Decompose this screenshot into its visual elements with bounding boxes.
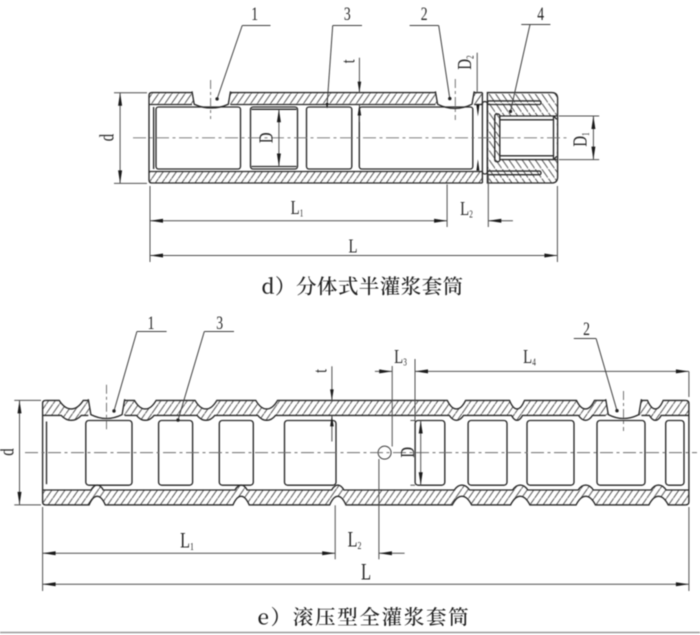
svg-text:3: 3	[344, 3, 351, 25]
svg-text:3: 3	[216, 312, 223, 334]
svg-text:t: t	[309, 369, 331, 373]
svg-text:t: t	[337, 59, 359, 63]
svg-text:D: D	[396, 447, 419, 458]
svg-text:4: 4	[537, 3, 544, 25]
svg-text:d: d	[0, 448, 18, 455]
svg-text:D: D	[254, 132, 277, 143]
svg-text:2: 2	[583, 318, 590, 340]
svg-text:L: L	[361, 560, 371, 585]
svg-text:L: L	[348, 234, 357, 257]
svg-text:1: 1	[148, 312, 155, 334]
svg-text:d: d	[95, 134, 118, 141]
svg-text:1: 1	[251, 3, 258, 25]
svg-text:2: 2	[421, 3, 428, 25]
